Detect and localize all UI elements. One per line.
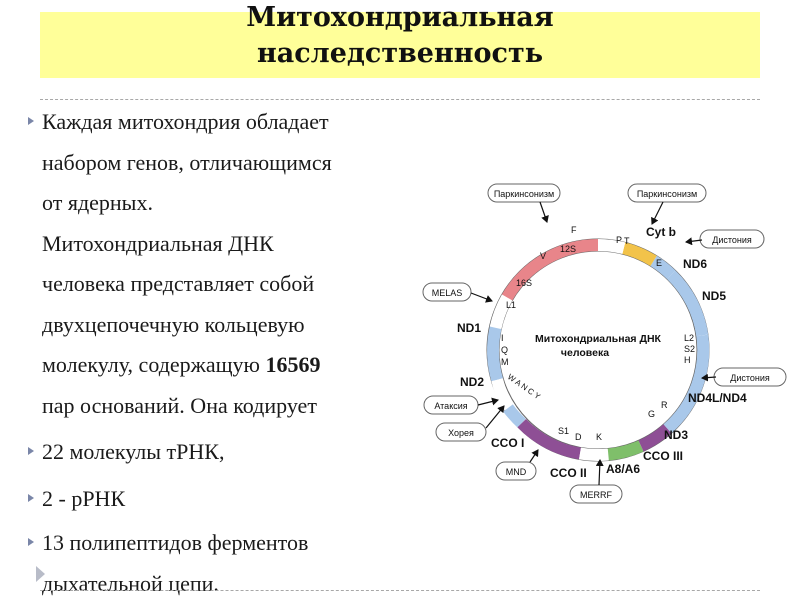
rrna-16s-label: 16S [516,278,532,288]
gene-co3-label: CCO III [643,449,683,463]
gene-co1-label: CCO I [491,436,524,450]
callout-arrow [652,202,663,224]
callout-arrow [530,450,538,462]
trna-segment [580,454,608,456]
gene-nd4-label: ND4L/ND4 [688,391,747,405]
nd5-segment [671,275,702,336]
callout-dystonia-1: Дистония [686,230,764,248]
bullet-marker-icon [28,538,34,546]
slide-title: Митохондриальная наследственность [40,0,760,72]
trna-k-label: K [596,432,602,442]
bullet-line: 22 молекулы тРНК, [42,432,428,473]
rrna-12s-label: 12S [560,244,576,254]
trna-s2-label: S2 [684,344,695,354]
rrna-segment [507,245,598,298]
callout-melas: MELAS [423,283,492,301]
callout-text: Паркинсонизм [494,189,554,199]
bullet-rrna: 2 - рРНК [28,479,428,520]
callout-parkinsonism-2: Паркинсонизм [628,184,706,224]
gene-nd5-label: ND5 [702,289,726,303]
callout-arrow [486,406,504,428]
callout-text: MERRF [580,490,612,500]
bullet-polypeptides: 13 полипептидов ферментов дыхательной це… [28,523,428,604]
bullet-list: Каждая митохондрия обладает набором гено… [28,102,428,604]
bullet-intro: Каждая митохондрия обладает набором гено… [28,102,428,426]
trna-e-label: E [656,258,662,268]
trna-f-label: F [571,225,577,235]
nd1-segment [493,328,497,380]
callout-arrow [686,240,702,242]
trna-segment [497,380,508,408]
slide-nav-arrow-icon[interactable] [36,566,45,582]
bullet-marker-icon [28,447,34,455]
callout-arrow [599,460,600,485]
trna-v-label: V [540,251,546,261]
callout-parkinsonism-1: Паркинсонизм [488,184,560,222]
callout-text: Атаксия [434,401,467,411]
bullet-line: от ядерных. [42,183,428,224]
bullet-line: 13 полипептидов ферментов [42,523,428,564]
bullet-line: Каждая митохондрия обладает [42,102,428,143]
title-line-1: Митохондриальная [40,0,760,36]
gene-nd1-label: ND1 [457,321,481,335]
callout-text: MELAS [432,288,463,298]
callout-dystonia-2: Дистония [702,368,786,386]
bullet-line-prefix: молекулу, содержащую [42,352,266,377]
callout-arrow [471,293,492,301]
callout-text: MND [506,467,527,477]
bullet-line: двухцепочечную кольцевую [42,305,428,346]
callout-text: Дистония [730,373,770,383]
title-line-2: наследственность [40,36,760,72]
bullet-marker-icon [28,117,34,125]
trna-l2-label: L2 [684,333,694,343]
atp-segment [608,446,641,455]
bullet-line: 2 - рРНК [42,479,428,520]
callout-text: Паркинсонизм [637,189,697,199]
callout-ataxia: Атаксия [424,396,498,414]
bullet-line: человека представляет собой [42,264,428,305]
bullet-line: Митохондриальная ДНК [42,224,428,265]
bullet-line: дыхательной цепи. [42,564,428,604]
trna-q-label: Q [501,345,508,355]
dloop-segment [598,245,624,248]
bullet-line: пар оснований. Она кодирует [42,386,428,427]
top-divider [40,99,760,100]
gene-co2-label: CCO II [550,466,587,480]
gene-cytb-label: Cyt b [646,225,676,239]
gene-nd2-label: ND2 [460,375,484,389]
trna-p-label: P [616,235,622,245]
callout-mnd: MND [496,450,538,480]
trna-l1-label: L1 [506,300,516,310]
callout-arrow [478,400,498,405]
trna-r-label: R [661,400,668,410]
cytb-segment [624,248,654,261]
co1-segment [522,423,580,453]
trna-m-label: M [501,357,509,367]
gene-nd6-label: ND6 [683,257,707,271]
trna-g-label: G [648,409,655,419]
trna-d-label: D [575,432,582,442]
trna-h-label: H [684,355,691,365]
bullet-line: молекулу, содержащую 16569 [42,345,428,386]
bottom-divider [40,590,760,591]
bullet-marker-icon [28,494,34,502]
bullet-line: набором генов, отличающимся [42,143,428,184]
diagram-center-subtitle: человека [561,347,609,359]
callout-text: Хорея [448,428,474,438]
trna-i-label: I [501,333,504,343]
callout-arrow [540,202,547,222]
trna-s1-label: S1 [558,426,569,436]
callout-text: Дистония [712,235,752,245]
base-pair-count: 16569 [266,352,321,377]
gene-atp-label: A8/A6 [606,462,640,476]
trna-t-label: T [624,236,630,246]
mtdna-diagram: Митохондриальная ДНК человека Cyt b ND6 … [420,160,800,510]
bullet-trna: 22 молекулы тРНК, [28,432,428,473]
diagram-center-title: Митохондриальная ДНК [535,333,661,345]
gene-nd3-label: ND3 [664,428,688,442]
